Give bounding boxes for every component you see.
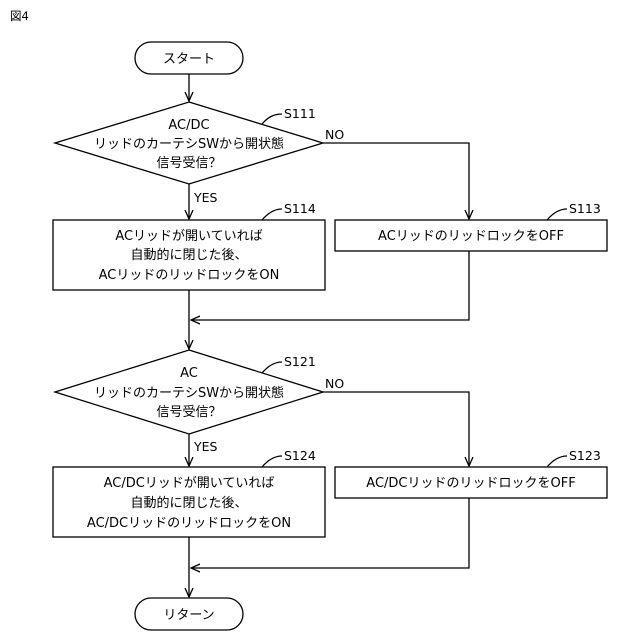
branch-yes-1: YES <box>193 190 218 205</box>
decision-s111-line-3: 信号受信？ <box>156 156 221 171</box>
step-leader-s124 <box>262 456 282 467</box>
process-s114-line-2: 自動的に閉じた後、 <box>130 247 247 263</box>
step-label-s113: S113 <box>569 201 601 216</box>
process-s114-line-1: ACリッドが開いていれば <box>115 229 262 244</box>
step-leader-s113 <box>547 209 567 220</box>
branch-no-1: NO <box>325 127 344 142</box>
decision-s121-line-3: 信号受信？ <box>156 405 221 420</box>
step-leader-s121 <box>262 362 282 373</box>
decision-s111-line-1: AC/DC <box>168 118 209 133</box>
step-label-s114: S114 <box>284 201 316 216</box>
process-s124-line-2: 自動的に閉じた後、 <box>130 495 247 511</box>
process-s124-line-3: AC/DCリッドのリッドロックをON <box>87 516 291 531</box>
branch-yes-2: YES <box>193 439 218 454</box>
process-s113-line-1: ACリッドのリッドロックをOFF <box>378 229 564 244</box>
step-leader-s123 <box>547 456 567 467</box>
figure-label: 図4 <box>10 9 29 23</box>
process-s123-line-1: AC/DCリッドのリッドロックをOFF <box>366 476 575 491</box>
decision-s121-line-2: リッドのカーテシSWから開状態 <box>94 385 284 401</box>
return-text: リターン <box>163 608 214 623</box>
step-label-s111: S111 <box>284 106 316 121</box>
connector-d2-no <box>323 392 469 466</box>
step-label-s123: S123 <box>569 448 601 463</box>
step-label-s121: S121 <box>284 354 316 369</box>
step-label-s124: S124 <box>284 448 316 463</box>
step-leader-s114 <box>262 209 282 220</box>
connector-d1-no <box>323 143 469 219</box>
decision-s121-line-1: AC <box>180 366 198 381</box>
branch-no-2: NO <box>325 376 344 391</box>
process-s114-line-3: ACリッドのリッドロックをON <box>99 268 280 283</box>
start-text: スタート <box>163 52 215 67</box>
decision-s111-line-2: リッドのカーテシSWから開状態 <box>94 136 284 152</box>
step-leader-s111 <box>262 114 282 124</box>
process-s124-line-1: AC/DCリッドが開いていれば <box>104 476 275 491</box>
